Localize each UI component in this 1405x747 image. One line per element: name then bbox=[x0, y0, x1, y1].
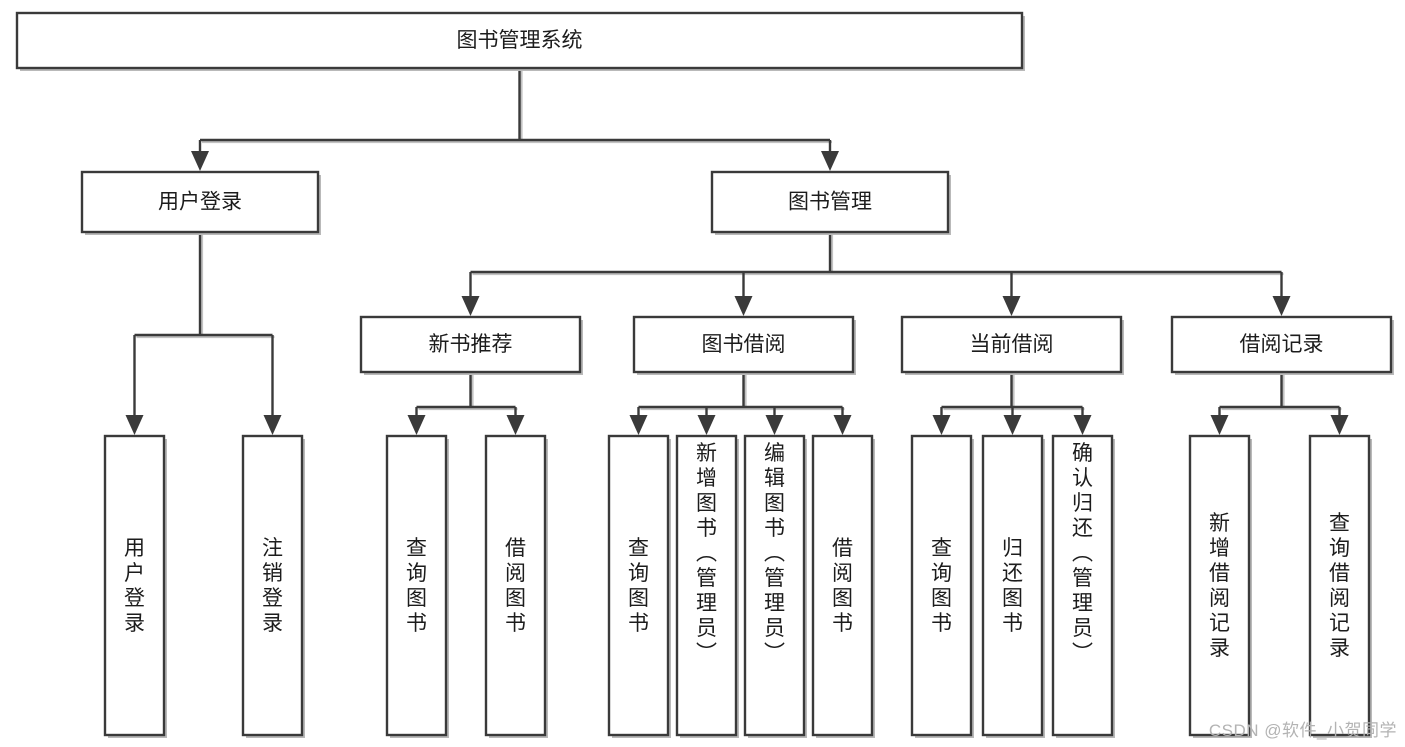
node-leaf-query-record[interactable]: 查询借阅记录 bbox=[1308, 434, 1372, 738]
node-leaf-query-book-2[interactable]: 查询图书 bbox=[607, 434, 671, 738]
node-label: 注销登录 bbox=[262, 537, 283, 635]
node-borrow-record[interactable]: 借阅记录 bbox=[1170, 315, 1394, 375]
node-leaf-borrow-book-2[interactable]: 借阅图书 bbox=[811, 434, 875, 738]
node-label: 借阅图书 bbox=[505, 537, 526, 635]
node-new-book-rec[interactable]: 新书推荐 bbox=[359, 315, 583, 375]
node-leaf-confirm-return[interactable]: 确认归还︵管理员︶ bbox=[1051, 434, 1115, 738]
node-label: 图书管理 bbox=[788, 191, 872, 214]
node-label: 当前借阅 bbox=[970, 333, 1054, 356]
node-leaf-add-record[interactable]: 新增借阅记录 bbox=[1188, 434, 1252, 738]
node-label: 编辑图书︵管理员︶ bbox=[764, 442, 785, 665]
node-layer: 图书管理系统用户登录图书管理新书推荐图书借阅当前借阅借阅记录用户登录注销登录查询… bbox=[15, 11, 1394, 738]
node-label: 确认归还︵管理员︶ bbox=[1072, 442, 1093, 665]
node-leaf-edit-book[interactable]: 编辑图书︵管理员︶ bbox=[743, 434, 807, 738]
node-label: 图书管理系统 bbox=[457, 29, 583, 52]
node-label: 查询图书 bbox=[931, 537, 952, 635]
node-label: 新增图书︵管理员︶ bbox=[696, 442, 717, 665]
node-leaf-query-book-1[interactable]: 查询图书 bbox=[385, 434, 449, 738]
node-leaf-user-login[interactable]: 用户登录 bbox=[103, 434, 167, 738]
node-label: 借阅图书 bbox=[832, 537, 853, 635]
node-label: 归还图书 bbox=[1002, 537, 1023, 635]
node-book-manage[interactable]: 图书管理 bbox=[710, 170, 951, 235]
node-leaf-user-logout[interactable]: 注销登录 bbox=[241, 434, 305, 738]
node-label: 查询图书 bbox=[628, 537, 649, 635]
node-label: 新书推荐 bbox=[429, 333, 513, 356]
node-root[interactable]: 图书管理系统 bbox=[15, 11, 1025, 71]
node-label: 用户登录 bbox=[124, 537, 145, 635]
node-leaf-query-book-3[interactable]: 查询图书 bbox=[910, 434, 974, 738]
node-user-login[interactable]: 用户登录 bbox=[80, 170, 321, 235]
node-label: 用户登录 bbox=[158, 191, 242, 214]
connector-layer bbox=[125, 68, 1349, 435]
node-book-borrow[interactable]: 图书借阅 bbox=[632, 315, 856, 375]
node-current-borrow[interactable]: 当前借阅 bbox=[900, 315, 1124, 375]
node-label: 图书借阅 bbox=[702, 333, 786, 356]
node-leaf-borrow-book-1[interactable]: 借阅图书 bbox=[484, 434, 548, 738]
node-label: 查询借阅记录 bbox=[1329, 512, 1350, 660]
node-label: 新增借阅记录 bbox=[1209, 512, 1230, 660]
node-leaf-add-book[interactable]: 新增图书︵管理员︶ bbox=[675, 434, 739, 738]
node-label: 借阅记录 bbox=[1240, 333, 1324, 356]
node-label: 查询图书 bbox=[406, 537, 427, 635]
node-leaf-return-book[interactable]: 归还图书 bbox=[981, 434, 1045, 738]
